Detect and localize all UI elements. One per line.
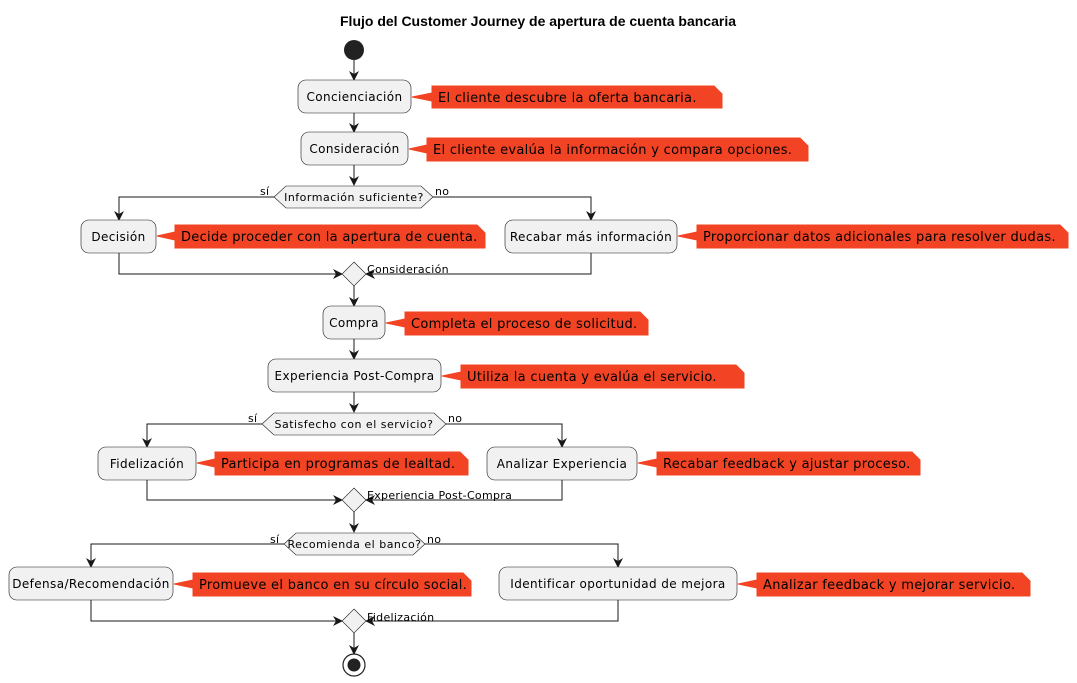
activity-experiencia: Experiencia Post-Compra xyxy=(267,358,442,393)
note-concienciacion: El cliente descubre la oferta bancaria. xyxy=(411,85,723,109)
activity-experiencia-label: Experiencia Post-Compra xyxy=(275,369,435,383)
note-defensa-text: Promueve el banco en su círculo social. xyxy=(199,578,467,593)
activity-fidelizacion: Fidelización xyxy=(97,446,197,481)
note-recabar-text: Proporcionar datos adicionales para reso… xyxy=(703,230,1056,245)
note-concienciacion-text: El cliente descubre la oferta bancaria. xyxy=(438,91,697,106)
activity-analizar-label: Analizar Experiencia xyxy=(497,457,627,471)
note-experiencia: Utiliza la cuenta y evalúa el servicio. xyxy=(441,364,745,389)
activity-analizar: Analizar Experiencia xyxy=(486,446,638,481)
activity-compra: Compra xyxy=(322,305,386,340)
activity-fidelizacion-label: Fidelización xyxy=(110,457,184,471)
note-recabar: Proporcionar datos adicionales para reso… xyxy=(677,224,1069,249)
activity-decision: Decisión xyxy=(80,219,157,254)
end-node xyxy=(342,653,366,677)
activity-consideracion: Consideración xyxy=(300,131,409,166)
note-fidelizacion: Participa en programas de lealtad. xyxy=(196,451,469,476)
branch-yes-label: sí xyxy=(248,412,258,425)
decision-satisfecho-label: Satisfecho con el servicio? xyxy=(274,418,433,431)
activity-recabar: Recabar más información xyxy=(504,219,678,254)
diagram-title: Flujo del Customer Journey de apertura d… xyxy=(340,13,736,29)
merge-experiencia-label: Experiencia Post-Compra xyxy=(367,489,512,502)
note-consideracion-text: El cliente evalúa la información y compa… xyxy=(433,143,792,158)
branch-yes-label: sí xyxy=(270,533,280,546)
branch-no-label: no xyxy=(427,533,441,546)
decision-informacion-suficiente: Información suficiente? xyxy=(273,185,434,209)
branch-yes-label: sí xyxy=(260,185,270,198)
decision-recomienda-label: Recomienda el banco? xyxy=(287,538,421,551)
note-analizar: Recabar feedback y ajustar proceso. xyxy=(637,451,921,476)
branch-no-label: no xyxy=(435,185,449,198)
merge-diamond-consideracion xyxy=(341,261,367,287)
merge-consideracion-label: Consideración xyxy=(367,263,449,276)
activity-identificar-label: Identificar oportunidad de mejora xyxy=(510,577,725,591)
activity-concienciacion-label: Concienciación xyxy=(306,90,402,104)
merge-fidelizacion-label: Fidelización xyxy=(367,611,434,624)
note-compra: Completa el proceso de solicitud. xyxy=(385,311,649,336)
merge-diamond-experiencia xyxy=(341,487,367,513)
start-node xyxy=(344,40,364,60)
decision-recomienda: Recomienda el banco? xyxy=(283,532,426,556)
note-defensa: Promueve el banco en su círculo social. xyxy=(173,572,472,597)
activity-identificar: Identificar oportunidad de mejora xyxy=(498,566,738,601)
note-fidelizacion-text: Participa en programas de lealtad. xyxy=(221,457,455,472)
activity-recabar-label: Recabar más información xyxy=(510,230,672,244)
decision-satisfecho: Satisfecho con el servicio? xyxy=(261,412,447,436)
note-analizar-text: Recabar feedback y ajustar proceso. xyxy=(663,457,911,472)
decision-informacion-suficiente-label: Información suficiente? xyxy=(284,191,424,204)
note-compra-text: Completa el proceso de solicitud. xyxy=(411,317,637,332)
note-experiencia-text: Utiliza la cuenta y evalúa el servicio. xyxy=(467,370,717,385)
activity-decision-label: Decisión xyxy=(91,230,145,244)
merge-diamond-fidelizacion xyxy=(341,608,367,634)
note-consideracion: El cliente evalúa la información y compa… xyxy=(408,137,809,162)
note-identificar-text: Analizar feedback y mejorar servicio. xyxy=(763,578,1015,593)
activity-consideracion-label: Consideración xyxy=(309,142,399,156)
activity-defensa: Defensa/Recomendación xyxy=(8,566,174,601)
note-decision-text: Decide proceder con la apertura de cuent… xyxy=(181,230,478,245)
activity-compra-label: Compra xyxy=(329,316,379,330)
note-decision: Decide proceder con la apertura de cuent… xyxy=(156,224,486,249)
note-identificar: Analizar feedback y mejorar servicio. xyxy=(737,572,1031,597)
activity-defensa-label: Defensa/Recomendación xyxy=(12,577,170,591)
activity-concienciacion: Concienciación xyxy=(297,79,412,114)
branch-no-label: no xyxy=(448,412,462,425)
